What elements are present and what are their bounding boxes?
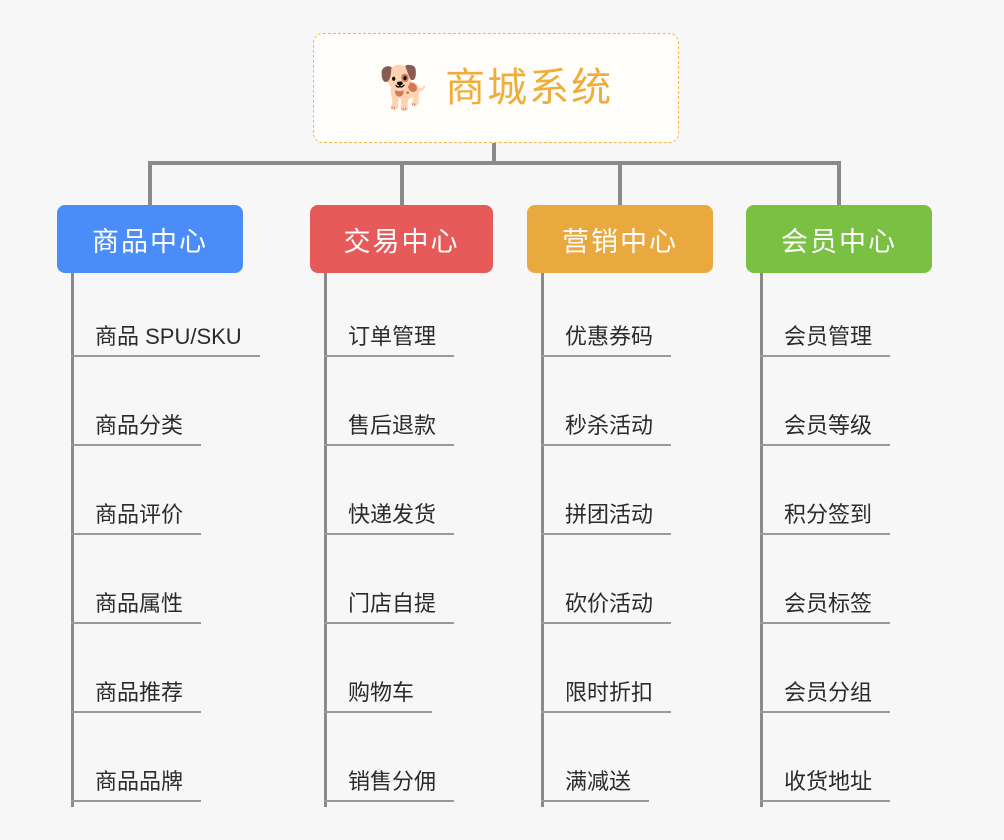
leaf-item[interactable]: 砍价活动	[541, 540, 713, 629]
leaf-item[interactable]: 订单管理	[324, 273, 493, 362]
connector-drop-4	[837, 161, 841, 205]
leaf-list: 优惠券码秒杀活动拼团活动砍价活动限时折扣满减送	[527, 273, 713, 807]
leaf-item[interactable]: 限时折扣	[541, 629, 713, 718]
root-node[interactable]: 🐕 商城系统	[313, 33, 679, 143]
leaf-item-label: 会员标签	[760, 591, 891, 624]
root-node-label: 商城系统	[445, 66, 614, 110]
leaf-item-label: 积分签到	[760, 502, 891, 535]
leaf-item[interactable]: 满减送	[541, 718, 713, 807]
leaf-item-label: 门店自提	[324, 591, 455, 624]
leaf-item-label: 订单管理	[324, 324, 455, 357]
leaf-item-label: 购物车	[324, 680, 433, 713]
branch-trunk-line	[541, 273, 544, 807]
connector-drop-3	[618, 161, 622, 205]
leaf-item-label: 秒杀活动	[541, 413, 672, 446]
leaf-item-label: 满减送	[541, 769, 650, 802]
leaf-item[interactable]: 积分签到	[760, 451, 932, 540]
leaf-item-label: 优惠券码	[541, 324, 672, 357]
branch-header-label: 营销中心	[562, 226, 678, 257]
leaf-list: 会员管理会员等级积分签到会员标签会员分组收货地址	[746, 273, 932, 807]
leaf-item[interactable]: 商品品牌	[71, 718, 243, 807]
leaf-item[interactable]: 收货地址	[760, 718, 932, 807]
leaf-item[interactable]: 门店自提	[324, 540, 493, 629]
leaf-item[interactable]: 商品 SPU/SKU	[71, 273, 260, 362]
leaf-item[interactable]: 快递发货	[324, 451, 493, 540]
leaf-item-label: 商品品牌	[71, 769, 202, 802]
connector-root-stem	[492, 143, 496, 164]
leaf-item-label: 售后退款	[324, 413, 455, 446]
connector-horizontal-bus	[148, 161, 838, 165]
branch-header[interactable]: 营销中心	[527, 205, 713, 273]
leaf-item-label: 商品 SPU/SKU	[71, 324, 260, 357]
leaf-item-label: 销售分佣	[324, 769, 455, 802]
leaf-item[interactable]: 会员分组	[760, 629, 932, 718]
branch-column: 交易中心订单管理售后退款快递发货门店自提购物车销售分佣	[310, 205, 493, 807]
leaf-item-label: 会员管理	[760, 324, 891, 357]
leaf-item[interactable]: 秒杀活动	[541, 362, 713, 451]
leaf-item[interactable]: 会员标签	[760, 540, 932, 629]
leaf-item[interactable]: 会员等级	[760, 362, 932, 451]
branch-header-label: 商品中心	[92, 226, 208, 257]
leaf-item-label: 会员等级	[760, 413, 891, 446]
branch-trunk-line	[324, 273, 327, 807]
leaf-item[interactable]: 商品推荐	[71, 629, 243, 718]
leaf-item-label: 限时折扣	[541, 680, 672, 713]
connector-drop-1	[148, 161, 152, 205]
leaf-item[interactable]: 销售分佣	[324, 718, 493, 807]
branch-header[interactable]: 会员中心	[746, 205, 932, 273]
branch-trunk-line	[71, 273, 74, 807]
leaf-item-label: 商品推荐	[71, 680, 202, 713]
leaf-item-label: 砍价活动	[541, 591, 672, 624]
leaf-item[interactable]: 商品分类	[71, 362, 243, 451]
branch-header[interactable]: 交易中心	[310, 205, 493, 273]
leaf-item[interactable]: 会员管理	[760, 273, 932, 362]
leaf-list: 订单管理售后退款快递发货门店自提购物车销售分佣	[310, 273, 493, 807]
branch-column: 营销中心优惠券码秒杀活动拼团活动砍价活动限时折扣满减送	[527, 205, 713, 807]
shiba-dog-face-icon: 🐕	[378, 64, 432, 111]
branch-header-label: 交易中心	[343, 226, 460, 257]
connector-drop-2	[400, 161, 404, 205]
branch-column: 会员中心会员管理会员等级积分签到会员标签会员分组收货地址	[746, 205, 932, 807]
leaf-item[interactable]: 售后退款	[324, 362, 493, 451]
leaf-item-label: 收货地址	[760, 769, 891, 802]
leaf-item[interactable]: 拼团活动	[541, 451, 713, 540]
branch-trunk-line	[760, 273, 763, 807]
leaf-item[interactable]: 商品属性	[71, 540, 243, 629]
leaf-item-label: 会员分组	[760, 680, 891, 713]
leaf-item[interactable]: 优惠券码	[541, 273, 713, 362]
leaf-list: 商品 SPU/SKU 商品分类商品评价商品属性商品推荐商品品牌	[57, 273, 260, 807]
leaf-item[interactable]: 购物车	[324, 629, 493, 718]
leaf-item-label: 拼团活动	[541, 502, 672, 535]
branch-header[interactable]: 商品中心	[57, 205, 243, 273]
leaf-item-label: 快递发货	[324, 502, 455, 535]
branch-column: 商品中心商品 SPU/SKU 商品分类商品评价商品属性商品推荐商品品牌	[57, 205, 260, 807]
branch-header-label: 会员中心	[781, 226, 897, 257]
leaf-item-label: 商品评价	[71, 502, 202, 535]
leaf-item-label: 商品属性	[71, 591, 202, 624]
leaf-item[interactable]: 商品评价	[71, 451, 243, 540]
leaf-item-label: 商品分类	[71, 413, 202, 446]
